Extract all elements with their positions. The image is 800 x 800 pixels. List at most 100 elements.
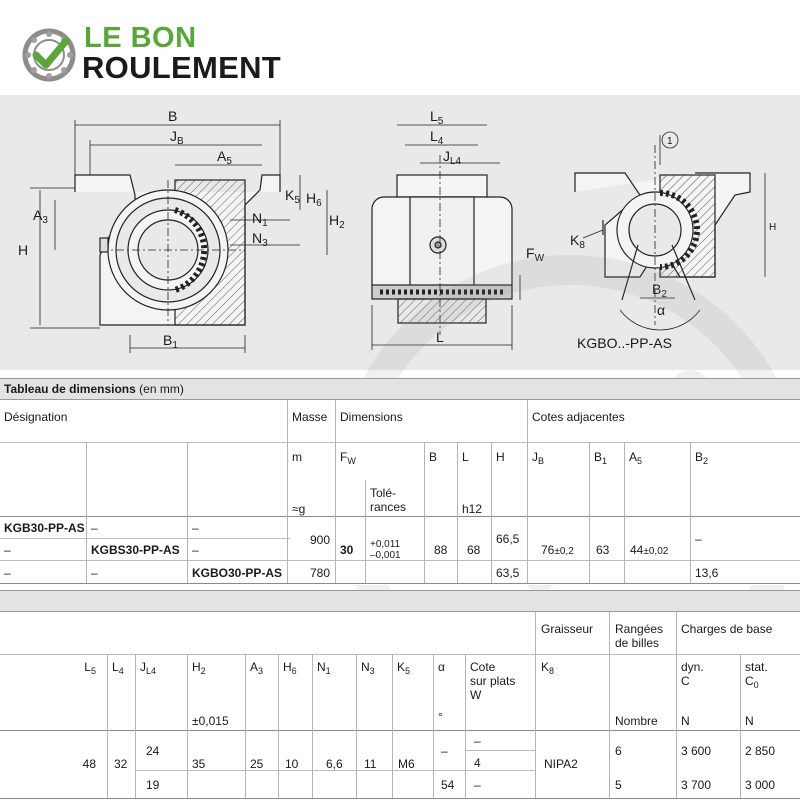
hdr-graisseur: Graisseur: [541, 622, 594, 636]
hdr2-dyn: dyn.C: [681, 660, 704, 688]
dim-h-label: H: [18, 242, 28, 258]
dimensions-table: Désignation Masse Dimensions Cotes adjac…: [0, 400, 800, 585]
val2-w-a: –: [474, 734, 481, 748]
val2-w-c: –: [474, 778, 481, 792]
row3-d1: –: [4, 566, 11, 580]
val2-rows-b: 5: [615, 778, 622, 792]
val-b1: 63: [596, 543, 610, 557]
val2-dyn-b: 3 700: [681, 778, 712, 792]
hdr-b: B: [429, 450, 438, 464]
val2-jl4-b: 19: [146, 778, 160, 792]
hdr2-l5: L5: [84, 660, 96, 676]
brand-line-1: LE BON: [84, 22, 197, 54]
val2-jl4-a: 24: [146, 744, 160, 758]
val2-l5: 48: [82, 757, 96, 771]
hdr2-stat-unit: N: [745, 714, 754, 728]
hdr-charges: Charges de base: [681, 622, 773, 636]
dim-jb-label: JB: [170, 128, 184, 147]
table-title: Tableau de dimensions (en mm): [0, 378, 800, 400]
dim-k5-label: K5: [285, 187, 300, 206]
hdr2-k5: K5: [397, 660, 411, 676]
table-title-bold: Tableau de dimensions: [4, 382, 136, 396]
val2-k5: M6: [398, 757, 415, 771]
hdr-jb: JB: [532, 450, 545, 466]
val-mass-a: 900: [309, 533, 330, 547]
callout-1-label: 1: [667, 136, 673, 147]
header: LE BON ROULEMENT: [0, 0, 800, 95]
val-fw-tol: +0,011–0,001: [370, 539, 401, 561]
row1-d1: KGB30-PP-AS: [4, 521, 85, 535]
brand-line-2: ROULEMENT: [82, 50, 282, 85]
dim-alpha-label: α: [657, 302, 665, 318]
dim-n1-label: N1: [252, 210, 268, 229]
row1-d2: –: [91, 521, 98, 535]
row2-d1: –: [4, 543, 11, 557]
drawing-svg: B JB A5 K5 H6 A3 N1 H2 N3 H B1 L5 L4 J: [18, 108, 776, 353]
hdr-dimensions: Dimensions: [340, 410, 403, 424]
hdr-b2: B2: [695, 450, 709, 466]
hdr-a5: A5: [629, 450, 643, 466]
val2-alpha-a: –: [441, 744, 448, 758]
hdr2-a3: A3: [250, 660, 264, 676]
hdr-masse: Masse: [292, 410, 328, 424]
val2-h2: 35: [192, 757, 206, 771]
open-view: [574, 145, 751, 331]
front-view: [74, 174, 281, 326]
val2-rows-a: 6: [615, 744, 622, 758]
dim-a3-label: A3: [33, 207, 48, 226]
val2-h6: 10: [285, 757, 299, 771]
hdr2-n3: N3: [361, 660, 375, 676]
row2-d2: KGBS30-PP-AS: [91, 543, 180, 557]
val2-dyn-a: 3 600: [681, 744, 712, 758]
val-b2-c: 13,6: [695, 566, 719, 580]
dim-jl4-label: JL4: [443, 148, 462, 167]
dim-fw-label: FW: [526, 245, 545, 264]
drawing-caption: KGBO..-PP-AS: [577, 335, 672, 351]
val-fw: 30: [340, 543, 354, 557]
dim-l-label: L: [436, 329, 444, 345]
hdr-m: m: [292, 450, 302, 464]
dim-n3-label: N3: [252, 230, 268, 249]
val-l: 68: [467, 543, 481, 557]
dim-h-right-label: H: [769, 222, 776, 233]
val2-k8: NIPA2: [544, 757, 578, 771]
val2-n1: 6,6: [326, 757, 343, 771]
bearing-check-icon: [22, 28, 76, 82]
hdr-fw: FW: [340, 450, 356, 466]
side-view: [371, 155, 513, 335]
row3-d2: –: [91, 566, 98, 580]
hdr2-h2-tol: ±0,015: [192, 714, 229, 728]
val-mass-c: 780: [309, 566, 330, 580]
section-band: [0, 590, 800, 612]
hdr-h: H: [496, 450, 505, 464]
val2-stat-b: 3 000: [745, 778, 776, 792]
hdr-cotes: Cotes adjacentes: [532, 410, 625, 424]
dim-b1-label: B1: [163, 332, 178, 351]
hdr2-jl4: JL4: [140, 660, 157, 676]
dim-b-label: B: [168, 108, 177, 124]
val-b: 88: [434, 543, 448, 557]
val2-stat-a: 2 850: [745, 744, 776, 758]
hdr-b1: B1: [594, 450, 608, 466]
val-a5: 44±0,02: [630, 543, 669, 557]
hdr2-nombre: Nombre: [615, 714, 658, 728]
hdr2-stat: stat.C0: [745, 660, 768, 690]
hdr-l-tol: h12: [462, 502, 483, 516]
val2-alpha-b: 54: [441, 778, 455, 792]
val-h-c: 63,5: [496, 566, 520, 580]
technical-drawing: B JB A5 K5 H6 A3 N1 H2 N3 H B1 L5 L4 J: [0, 95, 800, 370]
table-title-unit: (en mm): [135, 382, 184, 396]
hdr-designation: Désignation: [4, 410, 68, 424]
dim-l5-label: L5: [430, 108, 444, 127]
val2-n3: 11: [364, 757, 377, 771]
hdr2-dyn-unit: N: [681, 714, 690, 728]
hdr-l: L: [462, 450, 469, 464]
hdr2-k8: K8: [541, 660, 555, 676]
row3-d3: KGBO30-PP-AS: [192, 566, 283, 580]
hdr2-h2: H2: [192, 660, 206, 676]
val-b2-a: –: [695, 532, 702, 546]
val-jb: 76±0,2: [541, 543, 574, 557]
